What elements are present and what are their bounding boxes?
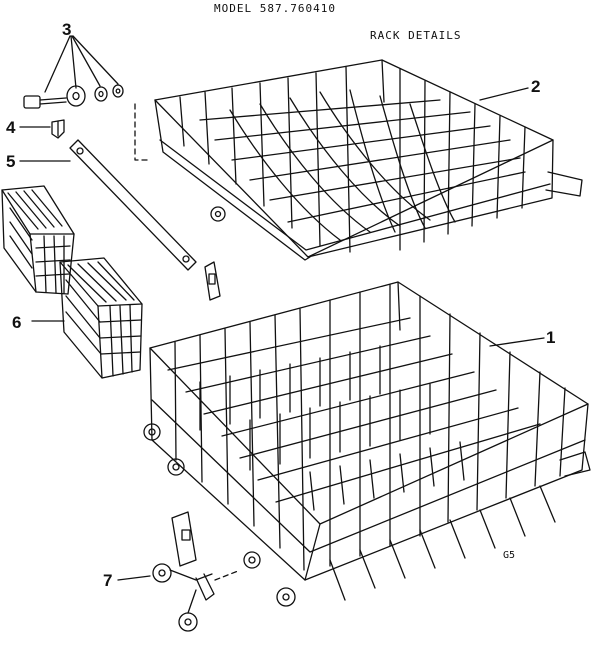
diagram-code: G5 [503,550,516,561]
stud-roller-washer-set [24,85,123,108]
callout-4: 4 [6,118,16,137]
basket-large [60,258,142,378]
model-number: MODEL 587.760410 [214,2,336,15]
clip [52,120,64,138]
roller-assembly [153,512,214,631]
callout-7: 7 [103,571,113,590]
diagram-title: RACK DETAILS [370,29,462,42]
callout-3: 3 [62,20,72,39]
callout-6: 6 [12,313,22,332]
lower-rack [144,282,590,606]
silverware-basket [2,186,142,378]
callout-1: 1 [546,328,556,347]
leader-lines [20,36,544,580]
track [70,140,220,300]
callout-5: 5 [6,152,16,171]
callout-2: 2 [531,77,541,96]
basket-small [2,186,74,294]
upper-rack [155,60,582,260]
